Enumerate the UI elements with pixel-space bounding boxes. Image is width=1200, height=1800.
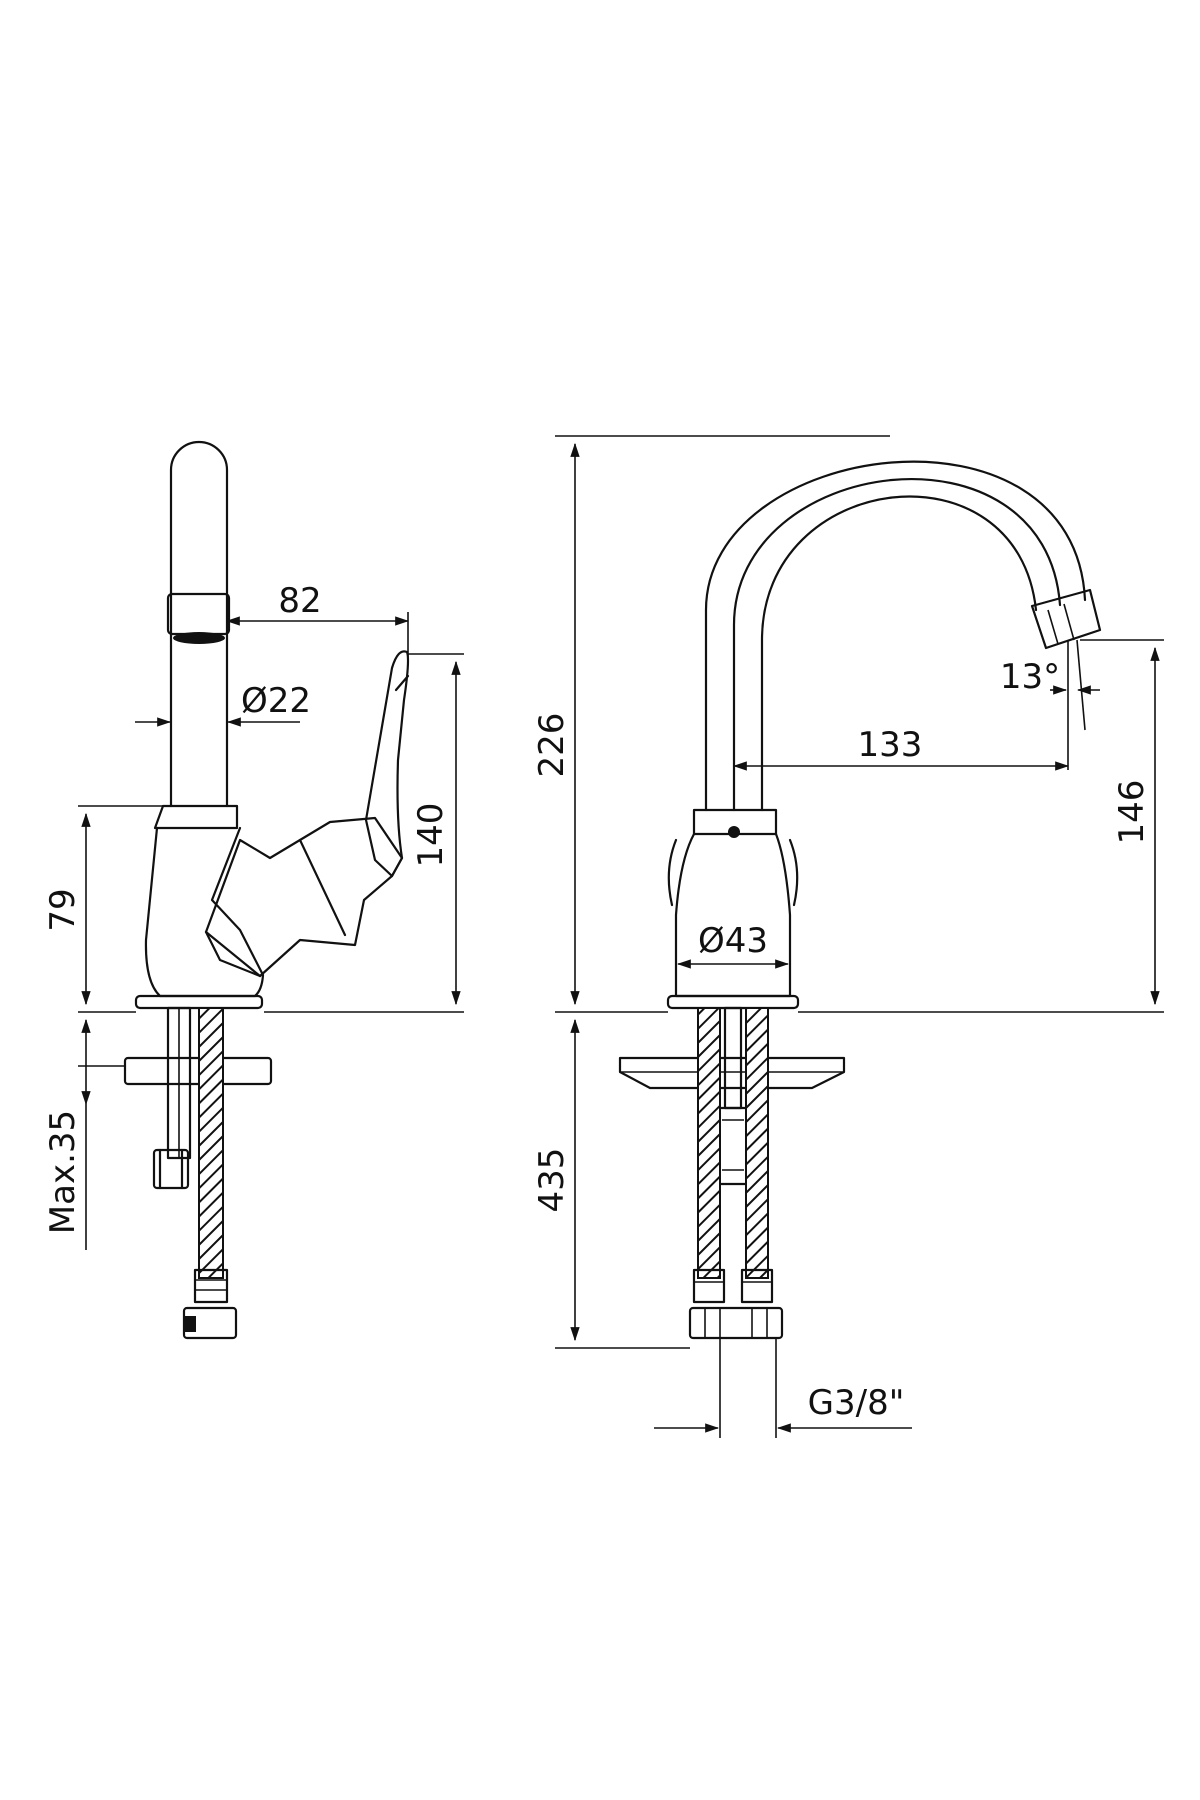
side-dimensions: 82 Ø22 140 79 Max.35 [43,581,464,1250]
front-base-plate [666,994,800,1010]
dim-total-height: 226 [532,713,572,778]
side-aerator-mesh [173,632,225,644]
front-hose-left [697,1007,721,1279]
front-view [618,460,1102,1340]
side-cartridge [204,816,404,978]
side-hose [198,1007,224,1279]
dim-aerator-angle: 13° [1000,657,1060,697]
dim-body-height: 79 [43,888,83,931]
dim-max-mount: Max.35 [43,1110,83,1234]
dim-spout-reach-front: 133 [858,725,923,765]
front-hose-right [745,1007,769,1279]
side-base-plate [134,994,264,1010]
dim-hose-length: 435 [532,1148,572,1213]
front-spout-outer [704,460,1087,812]
front-hose-nut [688,1306,784,1340]
dim-aerator-height: 146 [1112,780,1152,845]
dim-thread: G3/8" [808,1383,905,1423]
side-body [153,804,239,830]
dim-base-diameter: Ø43 [698,921,768,961]
front-aerator [1030,588,1102,650]
dim-spout-reach-side: 82 [278,581,321,621]
front-spout-inner [760,495,1038,812]
side-lever-handle [364,650,410,878]
side-fixing-nut [152,1148,190,1190]
front-mount-washer [618,1056,846,1090]
side-view [123,440,410,1340]
front-body [674,832,792,998]
side-spout [169,440,229,808]
dim-spout-diameter: Ø22 [241,681,311,721]
dim-handle-height: 140 [411,803,451,868]
front-dimensions: 226 13° 133 146 Ø43 435 G3/8" [532,435,1164,1438]
side-aerator [166,592,231,636]
